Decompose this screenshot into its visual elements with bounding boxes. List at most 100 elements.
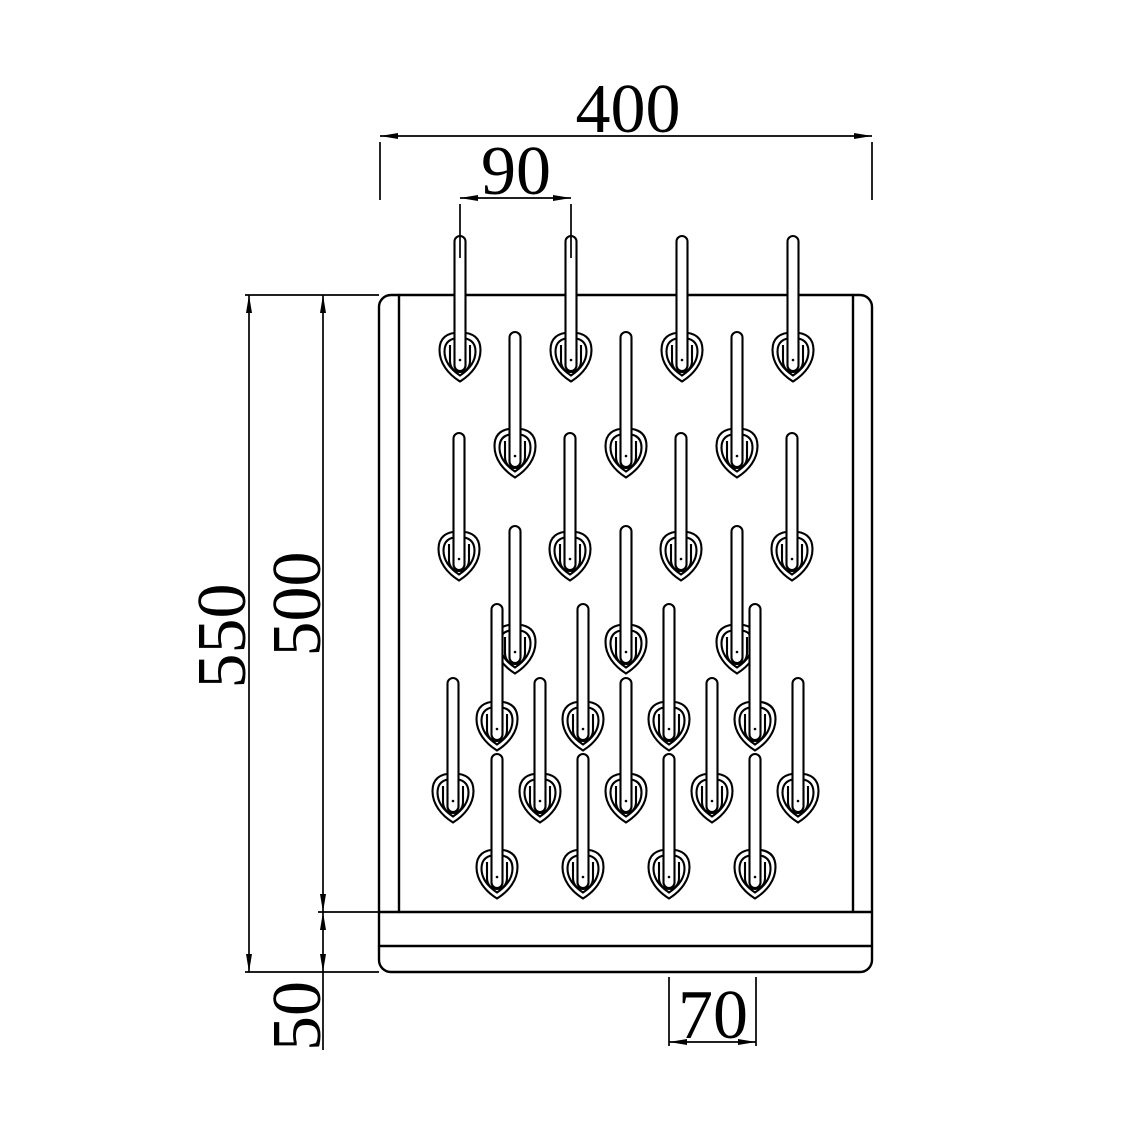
peg-base-inner [780,544,804,573]
peg-center-mark [680,358,684,362]
peg-r7c2 [561,752,605,900]
peg-r3c3 [659,431,703,582]
peg-r6c4 [690,676,734,824]
dim-label-50: 50 [259,981,336,1051]
peg-r1c3 [660,234,704,383]
peg-base-inner [503,637,527,666]
peg-base-inner [670,345,694,374]
peg-center-mark [568,557,572,561]
peg-center-mark [753,727,757,731]
peg-base-inner [657,714,681,743]
peg-center-mark [667,875,671,879]
peg-center-mark [458,358,462,362]
peg-stem [674,431,688,572]
peg-stem [576,752,590,890]
peg-stem [662,602,676,742]
peg-stem [675,234,689,373]
pegboard-pegs [431,234,820,900]
peg-stem [446,676,460,814]
peg-center-mark [538,799,542,803]
peg-base-inner [614,786,638,815]
dim-arrow [669,1039,687,1045]
peg-row-1 [438,234,815,383]
peg-row-6 [431,676,820,824]
dim-label-550: 550 [184,584,261,689]
peg-stem [748,752,762,890]
dimension-550: 550 [184,294,379,973]
dimension-500: 500 [259,295,379,913]
peg-r6c1 [431,676,475,824]
peg-r4c3 [715,524,759,675]
peg-base-inner [700,786,724,815]
peg-base-inner [528,786,552,815]
peg-base-inner [485,714,509,743]
dimension-400: 400 [379,71,873,322]
peg-row-3 [437,431,814,582]
peg-base-inner [559,345,583,374]
dim-arrow [380,133,398,139]
peg-stem [730,524,744,665]
dimension-50: 50 [259,912,336,1051]
peg-center-mark [735,650,739,654]
dim-arrow [854,133,872,139]
peg-base-inner [743,714,767,743]
peg-base-inner [571,862,595,891]
peg-base-inner [485,862,509,891]
peg-center-mark [710,799,714,803]
peg-base-inner [558,544,582,573]
peg-r6c3 [604,676,648,824]
peg-row-7 [475,752,777,900]
peg-base-inner [669,544,693,573]
dim-arrow [246,295,252,313]
peg-stem [785,431,799,572]
rack-outline [377,293,874,974]
peg-r3c2 [548,431,592,582]
peg-stem [508,524,522,665]
peg-r5c1 [475,602,519,752]
peg-r2c3 [715,330,759,479]
peg-stem [619,524,633,665]
peg-center-mark [513,650,517,654]
peg-center-mark [495,727,499,731]
peg-stem [619,676,633,814]
peg-r6c5 [776,676,820,824]
peg-r3c4 [770,431,814,582]
dimension-90: 90 [459,133,572,258]
peg-base-inner [657,862,681,891]
peg-stem [619,330,633,469]
rack-body [377,293,874,974]
peg-stem [576,602,590,742]
peg-base-inner [614,441,638,470]
peg-base-inner [503,441,527,470]
dimension-70: 70 [668,977,757,1054]
dim-label-400: 400 [576,71,681,148]
peg-r7c4 [733,752,777,900]
peg-center-mark [791,358,795,362]
peg-r5c2 [561,602,605,752]
peg-center-mark [796,799,800,803]
peg-stem [730,330,744,469]
dim-arrow [460,195,478,201]
peg-center-mark [624,454,628,458]
peg-r2c2 [604,330,648,479]
peg-row-4 [493,524,759,675]
peg-r6c2 [518,676,562,824]
peg-r4c2 [604,524,648,675]
peg-stem [662,752,676,890]
peg-r2c1 [493,330,537,479]
peg-stem [791,676,805,814]
peg-center-mark [679,557,683,561]
peg-center-mark [735,454,739,458]
peg-r7c3 [647,752,691,900]
peg-center-mark [624,650,628,654]
peg-stem [490,752,504,890]
peg-stem [533,676,547,814]
peg-base-inner [786,786,810,815]
peg-base-inner [448,345,472,374]
peg-base-inner [725,441,749,470]
peg-center-mark [624,799,628,803]
peg-stem [490,602,504,742]
